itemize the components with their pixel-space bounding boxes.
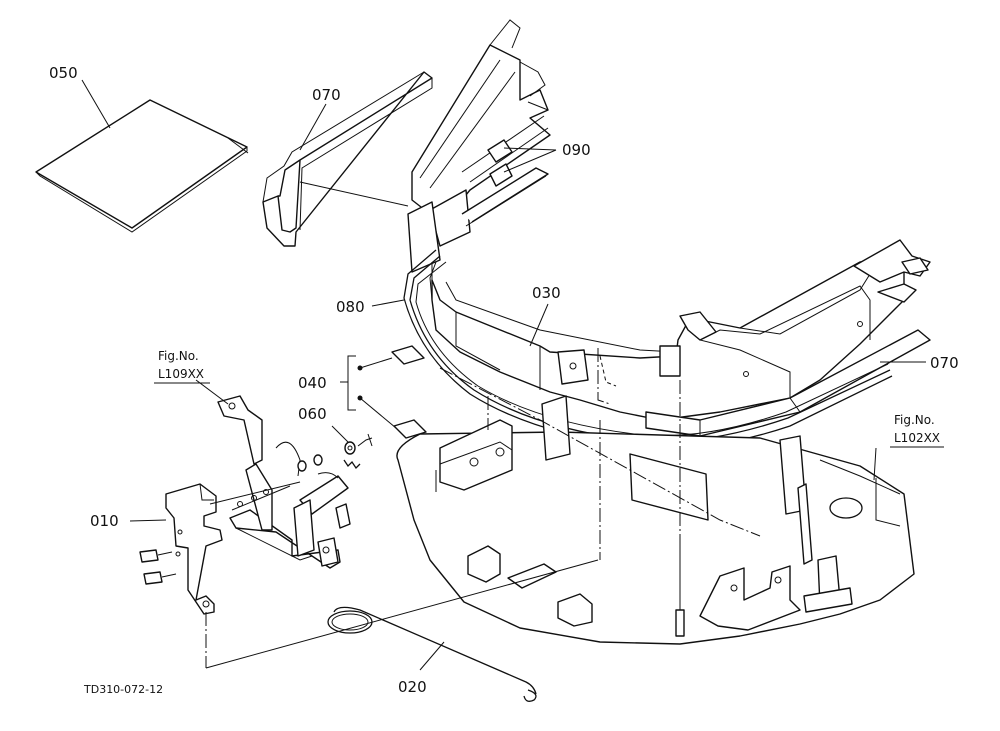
- leader-090-b: [503, 149, 557, 173]
- callout-020: 020: [398, 678, 427, 696]
- ref-l109-code: L109XX: [158, 367, 204, 381]
- leader-050: [81, 79, 111, 129]
- callout-070-top: 070: [312, 86, 341, 104]
- bracket-assembly: [217, 395, 351, 569]
- base-floor-panel: [396, 395, 915, 645]
- leader-l109: [195, 379, 229, 405]
- leader-080: [371, 299, 405, 307]
- callout-080: 080: [336, 298, 365, 316]
- leader-060: [331, 425, 349, 443]
- leader-070-top-b: [299, 181, 409, 207]
- leader-020: [419, 641, 445, 671]
- callout-050: 050: [49, 64, 78, 82]
- leader-l102: [873, 447, 877, 481]
- part-frame-upper-section: [407, 19, 551, 273]
- part-010-lever-bracket: [139, 481, 599, 669]
- callout-090: 090: [562, 141, 591, 159]
- drawing-id: TD310-072-12: [83, 683, 163, 696]
- centerline-a: [597, 348, 611, 405]
- ref-l102-code: L102XX: [894, 431, 940, 445]
- leader-070-top: [299, 103, 327, 151]
- part-070-trim-right: [645, 329, 931, 437]
- ref-l109-title: Fig.No.: [158, 349, 199, 363]
- leader-090-a: [503, 147, 557, 151]
- leader-010: [129, 519, 167, 522]
- centerline-d: [439, 367, 761, 537]
- callout-060: 060: [298, 405, 327, 423]
- part-070-trim-upper: [262, 71, 433, 247]
- callout-040: 040: [298, 374, 327, 392]
- part-060-spring-hardware: [297, 433, 373, 472]
- part-040-pads: [340, 345, 427, 439]
- callout-010: 010: [90, 512, 119, 530]
- part-050-mat: [35, 99, 249, 233]
- callout-070-right: 070: [930, 354, 959, 372]
- part-030-frame: [429, 239, 931, 421]
- part-020-rod: [327, 606, 537, 702]
- ref-l102-title: Fig.No.: [894, 413, 935, 427]
- leader-030: [529, 303, 549, 347]
- callout-030: 030: [532, 284, 561, 302]
